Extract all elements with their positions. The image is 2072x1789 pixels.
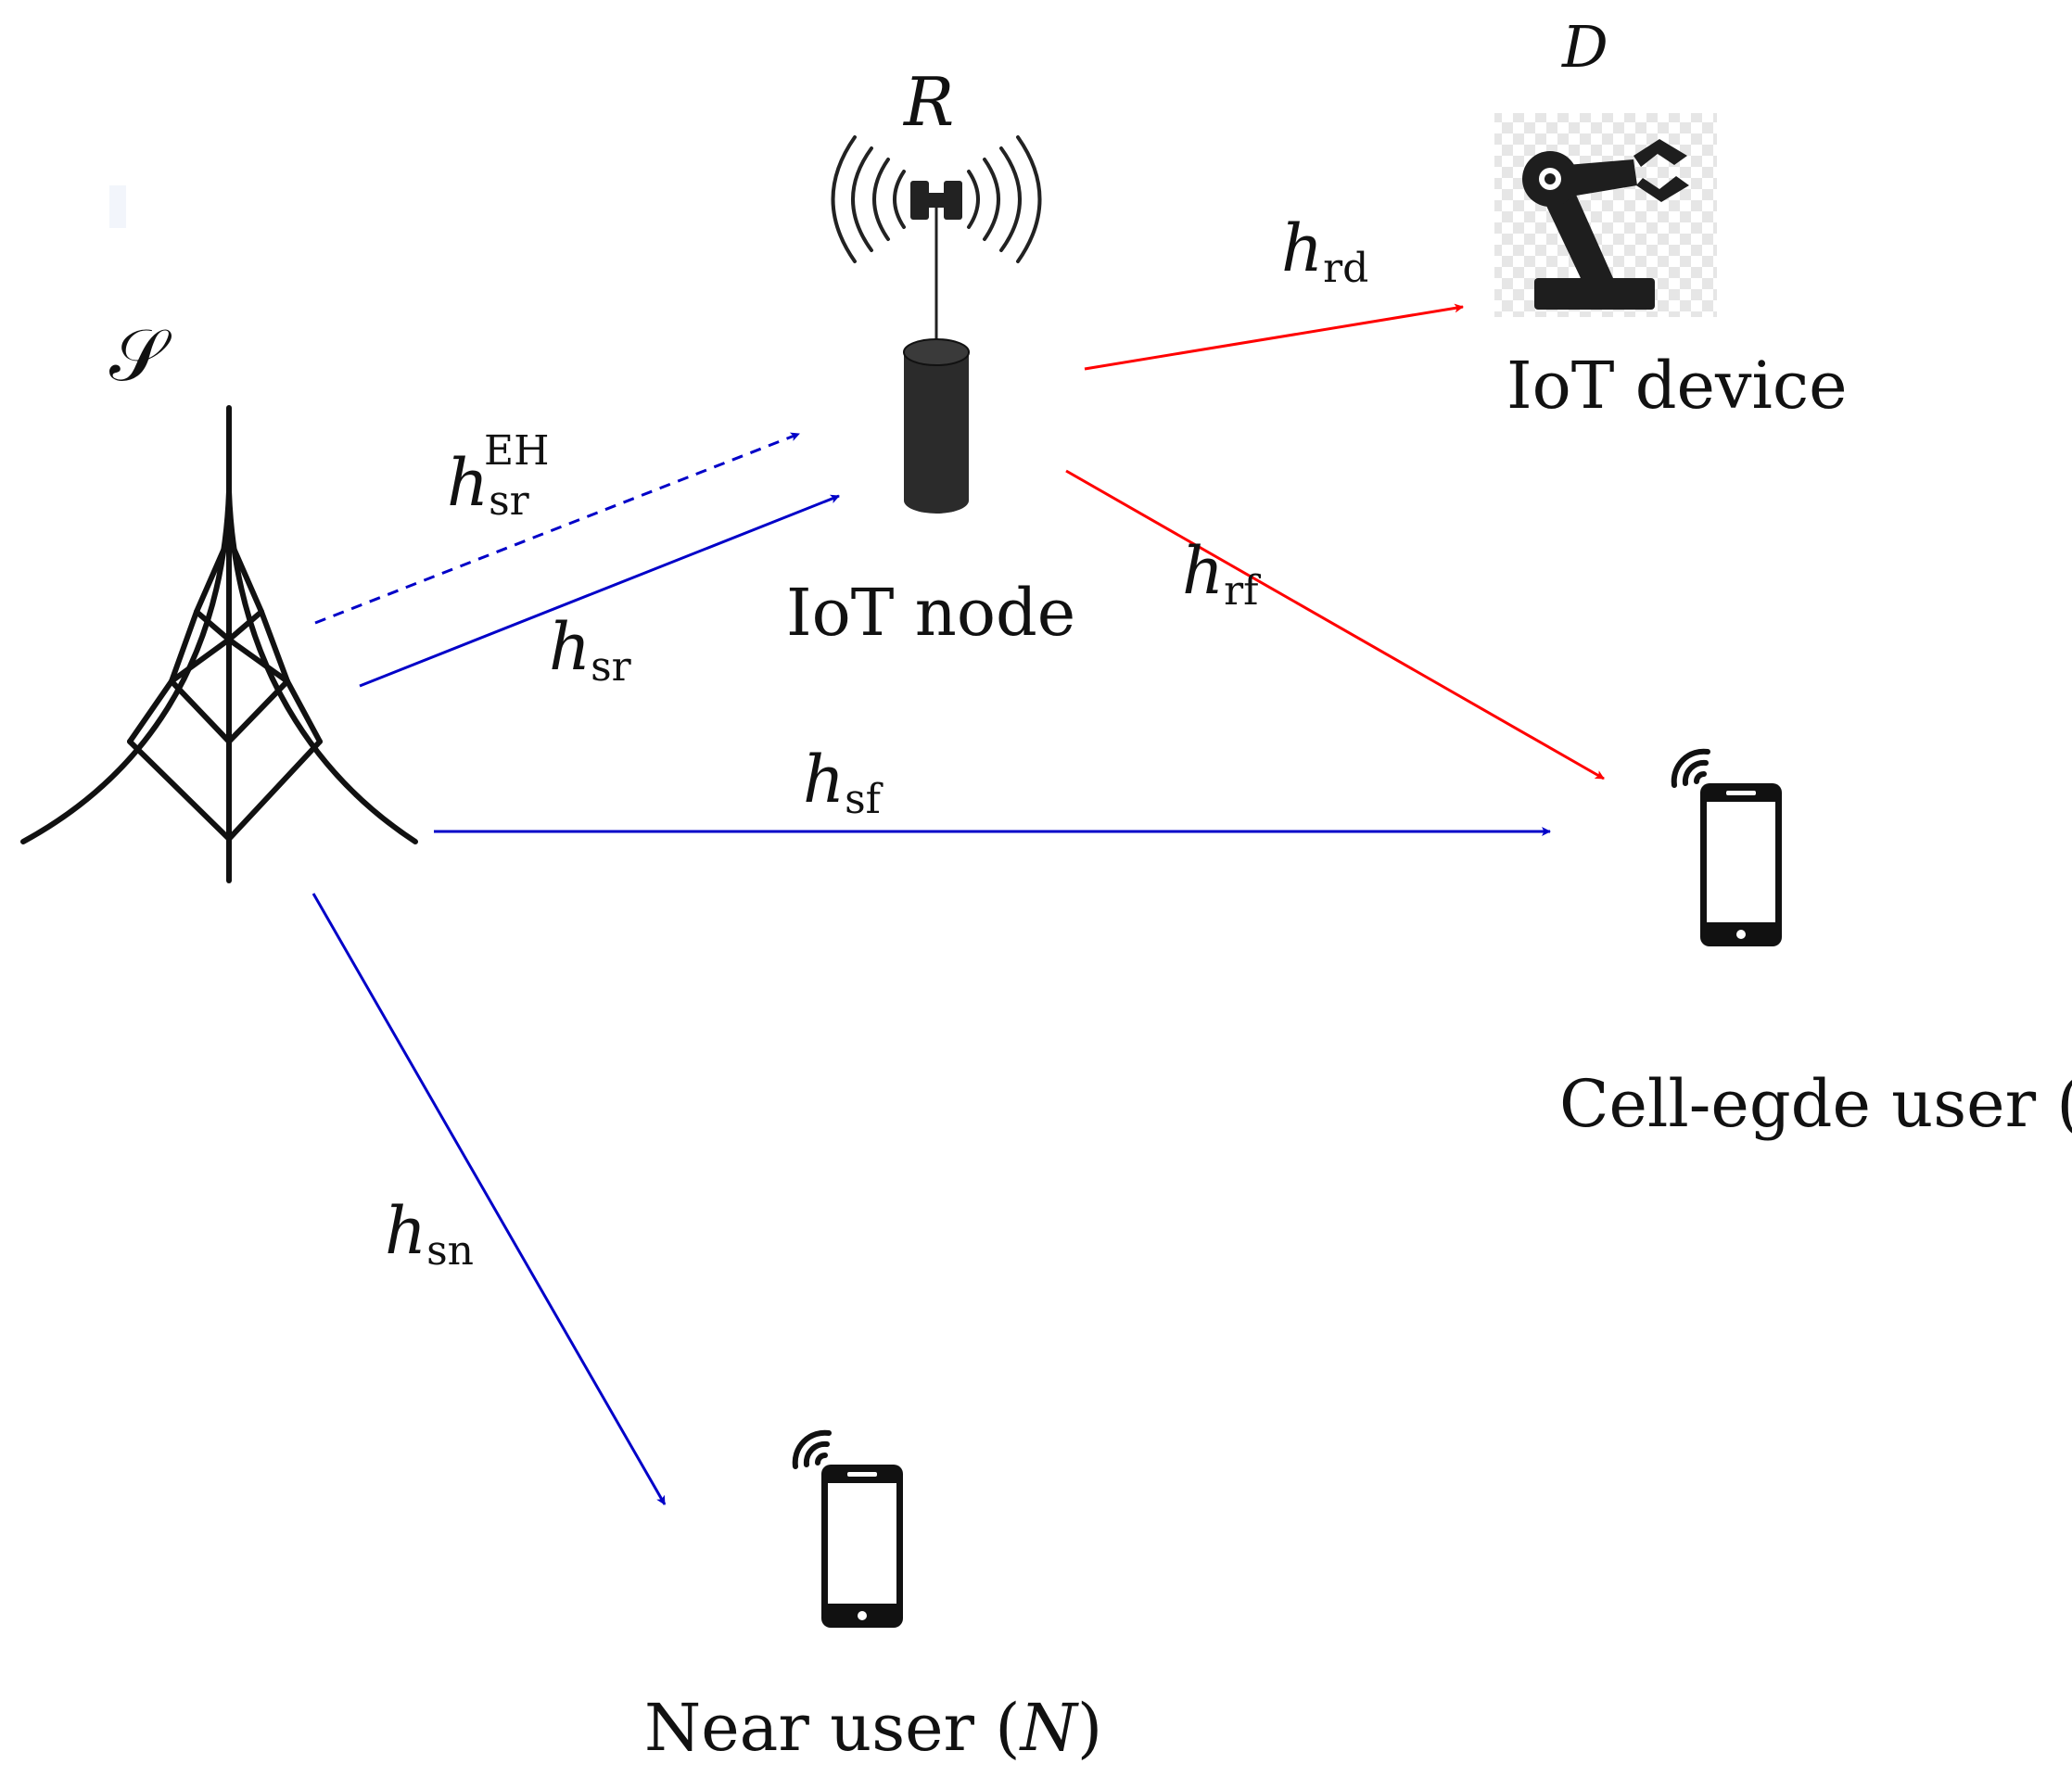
relay-caption: IoT node xyxy=(786,575,1075,651)
source-symbol: 𝒮 xyxy=(109,314,172,398)
label-h-rd: hrd xyxy=(1281,210,1368,292)
link-h-sr-eh-arrow xyxy=(314,432,800,625)
device-caption: IoT device xyxy=(1506,348,1848,424)
link-h-rf-arrow xyxy=(1065,469,1605,780)
far-user-phone-icon xyxy=(1700,783,1782,946)
near-user-phone-icon xyxy=(821,1465,903,1628)
far-user-caption: Cell-egde user (F) xyxy=(1559,1066,2072,1142)
link-h-sr-arrow xyxy=(359,494,840,688)
device-symbol: D xyxy=(1561,13,1608,81)
link-h-rd-arrow xyxy=(1084,303,1464,371)
iot-node-antenna-icon xyxy=(831,135,1042,514)
label-h-sr-eh: hsrEH xyxy=(447,427,550,525)
label-h-sn: hsn xyxy=(385,1193,474,1275)
label-h-rf: hrf xyxy=(1182,533,1261,615)
robot-arm-icon xyxy=(1494,113,1717,317)
link-h-sn-arrow xyxy=(311,893,667,1505)
near-user-caption: Near user (N) xyxy=(644,1690,1102,1766)
label-h-sf: hsf xyxy=(803,742,883,823)
artifact-mark xyxy=(109,185,126,228)
near-user-wifi-icon xyxy=(792,1429,832,1469)
far-user-wifi-icon xyxy=(1671,748,1710,788)
relay-symbol: R xyxy=(902,63,954,141)
label-h-sr: hsr xyxy=(549,609,632,691)
base-station-tower-icon xyxy=(20,405,418,883)
